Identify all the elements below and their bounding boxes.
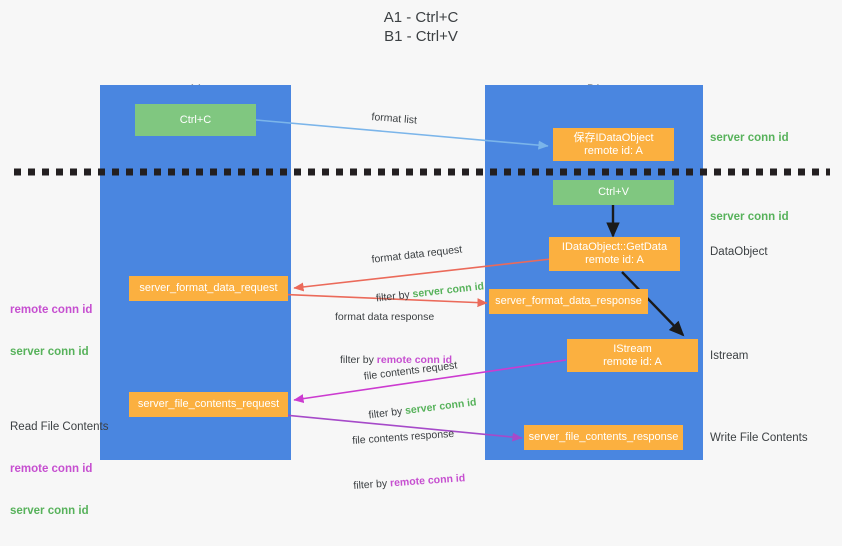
- arrow-getdata-to-istream: [621, 271, 685, 337]
- edge-label-format-data-request-line1: format data request: [370, 243, 463, 266]
- node-server-format-data-response[interactable]: server_format_data_response: [489, 289, 648, 314]
- page-title: A1 - Ctrl+C B1 - Ctrl+V: [383, 9, 459, 45]
- node-ctrl-v-label: Ctrl+V: [598, 186, 629, 198]
- label-server-conn-id-2-text: server conn id: [10, 505, 89, 517]
- node-idataobject-getdata-label: IDataObject::GetData: [561, 241, 668, 253]
- edge-label-file-contents-response-line1: file contents response: [351, 427, 455, 447]
- edge-label-file-contents-request-line1: file contents request: [363, 359, 458, 383]
- edge-label-format-data-response-filter-prefix: filter by: [340, 354, 377, 366]
- node-istream-sub: remote id: A: [603, 355, 662, 368]
- node-save-idataobject-label: 保存IDataObject: [573, 131, 654, 144]
- node-server-file-contents-request-label: server_file_contents_request: [137, 398, 280, 410]
- node-ctrl-v[interactable]: Ctrl+V: [553, 180, 674, 205]
- diagram-canvas: A1 - Ctrl+C B1 - Ctrl+V A1 remote B1 con…: [10, 9, 830, 517]
- label-server-conn-id-1-text: server conn id: [10, 346, 89, 358]
- label-remote-conn-id-1: remote conn id server conn id: [10, 275, 92, 387]
- node-server-file-contents-response[interactable]: server_file_contents_response: [524, 425, 683, 450]
- label-dataobject: DataObject: [710, 246, 768, 258]
- arrow-format-data-request: [293, 258, 552, 292]
- label-istream: Istream: [710, 350, 749, 362]
- node-ctrl-c[interactable]: Ctrl+C: [135, 104, 256, 136]
- node-save-idataobject-sub: remote id: A: [584, 144, 643, 157]
- label-read-file-contents-group: Read File Contents remote conn id server…: [10, 392, 108, 546]
- arrow-file-contents-request: [293, 359, 567, 404]
- node-ctrl-c-label: Ctrl+C: [179, 113, 212, 126]
- arrow-format-list: [255, 119, 549, 150]
- node-istream-label: IStream: [613, 342, 652, 355]
- edge-label-file-contents-response-filter-key: remote conn id: [389, 472, 466, 490]
- edge-label-format-data-response: format data response filter by remote co…: [335, 285, 452, 393]
- node-server-file-contents-request[interactable]: server_file_contents_request: [129, 392, 288, 417]
- edge-label-format-data-response-line1: format data response: [335, 311, 435, 323]
- node-server-format-data-request[interactable]: server_format_data_request: [129, 276, 288, 301]
- label-write-file-contents: Write File Contents: [710, 432, 808, 444]
- node-save-idataobject[interactable]: 保存IDataObject remote id: A: [553, 128, 674, 161]
- node-server-format-data-request-label: server_format_data_request: [139, 282, 278, 294]
- edge-label-file-contents-response-line2: filter by remote conn id: [353, 472, 466, 493]
- node-idataobject-getdata-sub: remote id: A: [585, 254, 644, 266]
- label-server-conn-id-top: server conn id: [710, 132, 789, 144]
- label-remote-conn-id-1-text: remote conn id: [10, 304, 93, 316]
- label-remote-conn-id-2-text: remote conn id: [10, 463, 93, 475]
- label-read-file-contents: Read File Contents: [10, 421, 109, 433]
- edge-label-file-contents-response: file contents response filter by remote …: [350, 401, 467, 518]
- node-server-file-contents-response-label: server_file_contents_response: [528, 431, 679, 443]
- node-server-format-data-response-label: server_format_data_response: [495, 295, 642, 307]
- node-idataobject-getdata[interactable]: IDataObject::GetData remote id: A: [549, 237, 680, 271]
- edge-label-format-data-response-filter-key: remote conn id: [376, 354, 453, 366]
- label-server-conn-id-mid: server conn id: [710, 211, 789, 223]
- edge-label-format-data-response-line2: filter by remote conn id: [340, 354, 452, 367]
- node-istream[interactable]: IStream remote id: A: [567, 339, 698, 372]
